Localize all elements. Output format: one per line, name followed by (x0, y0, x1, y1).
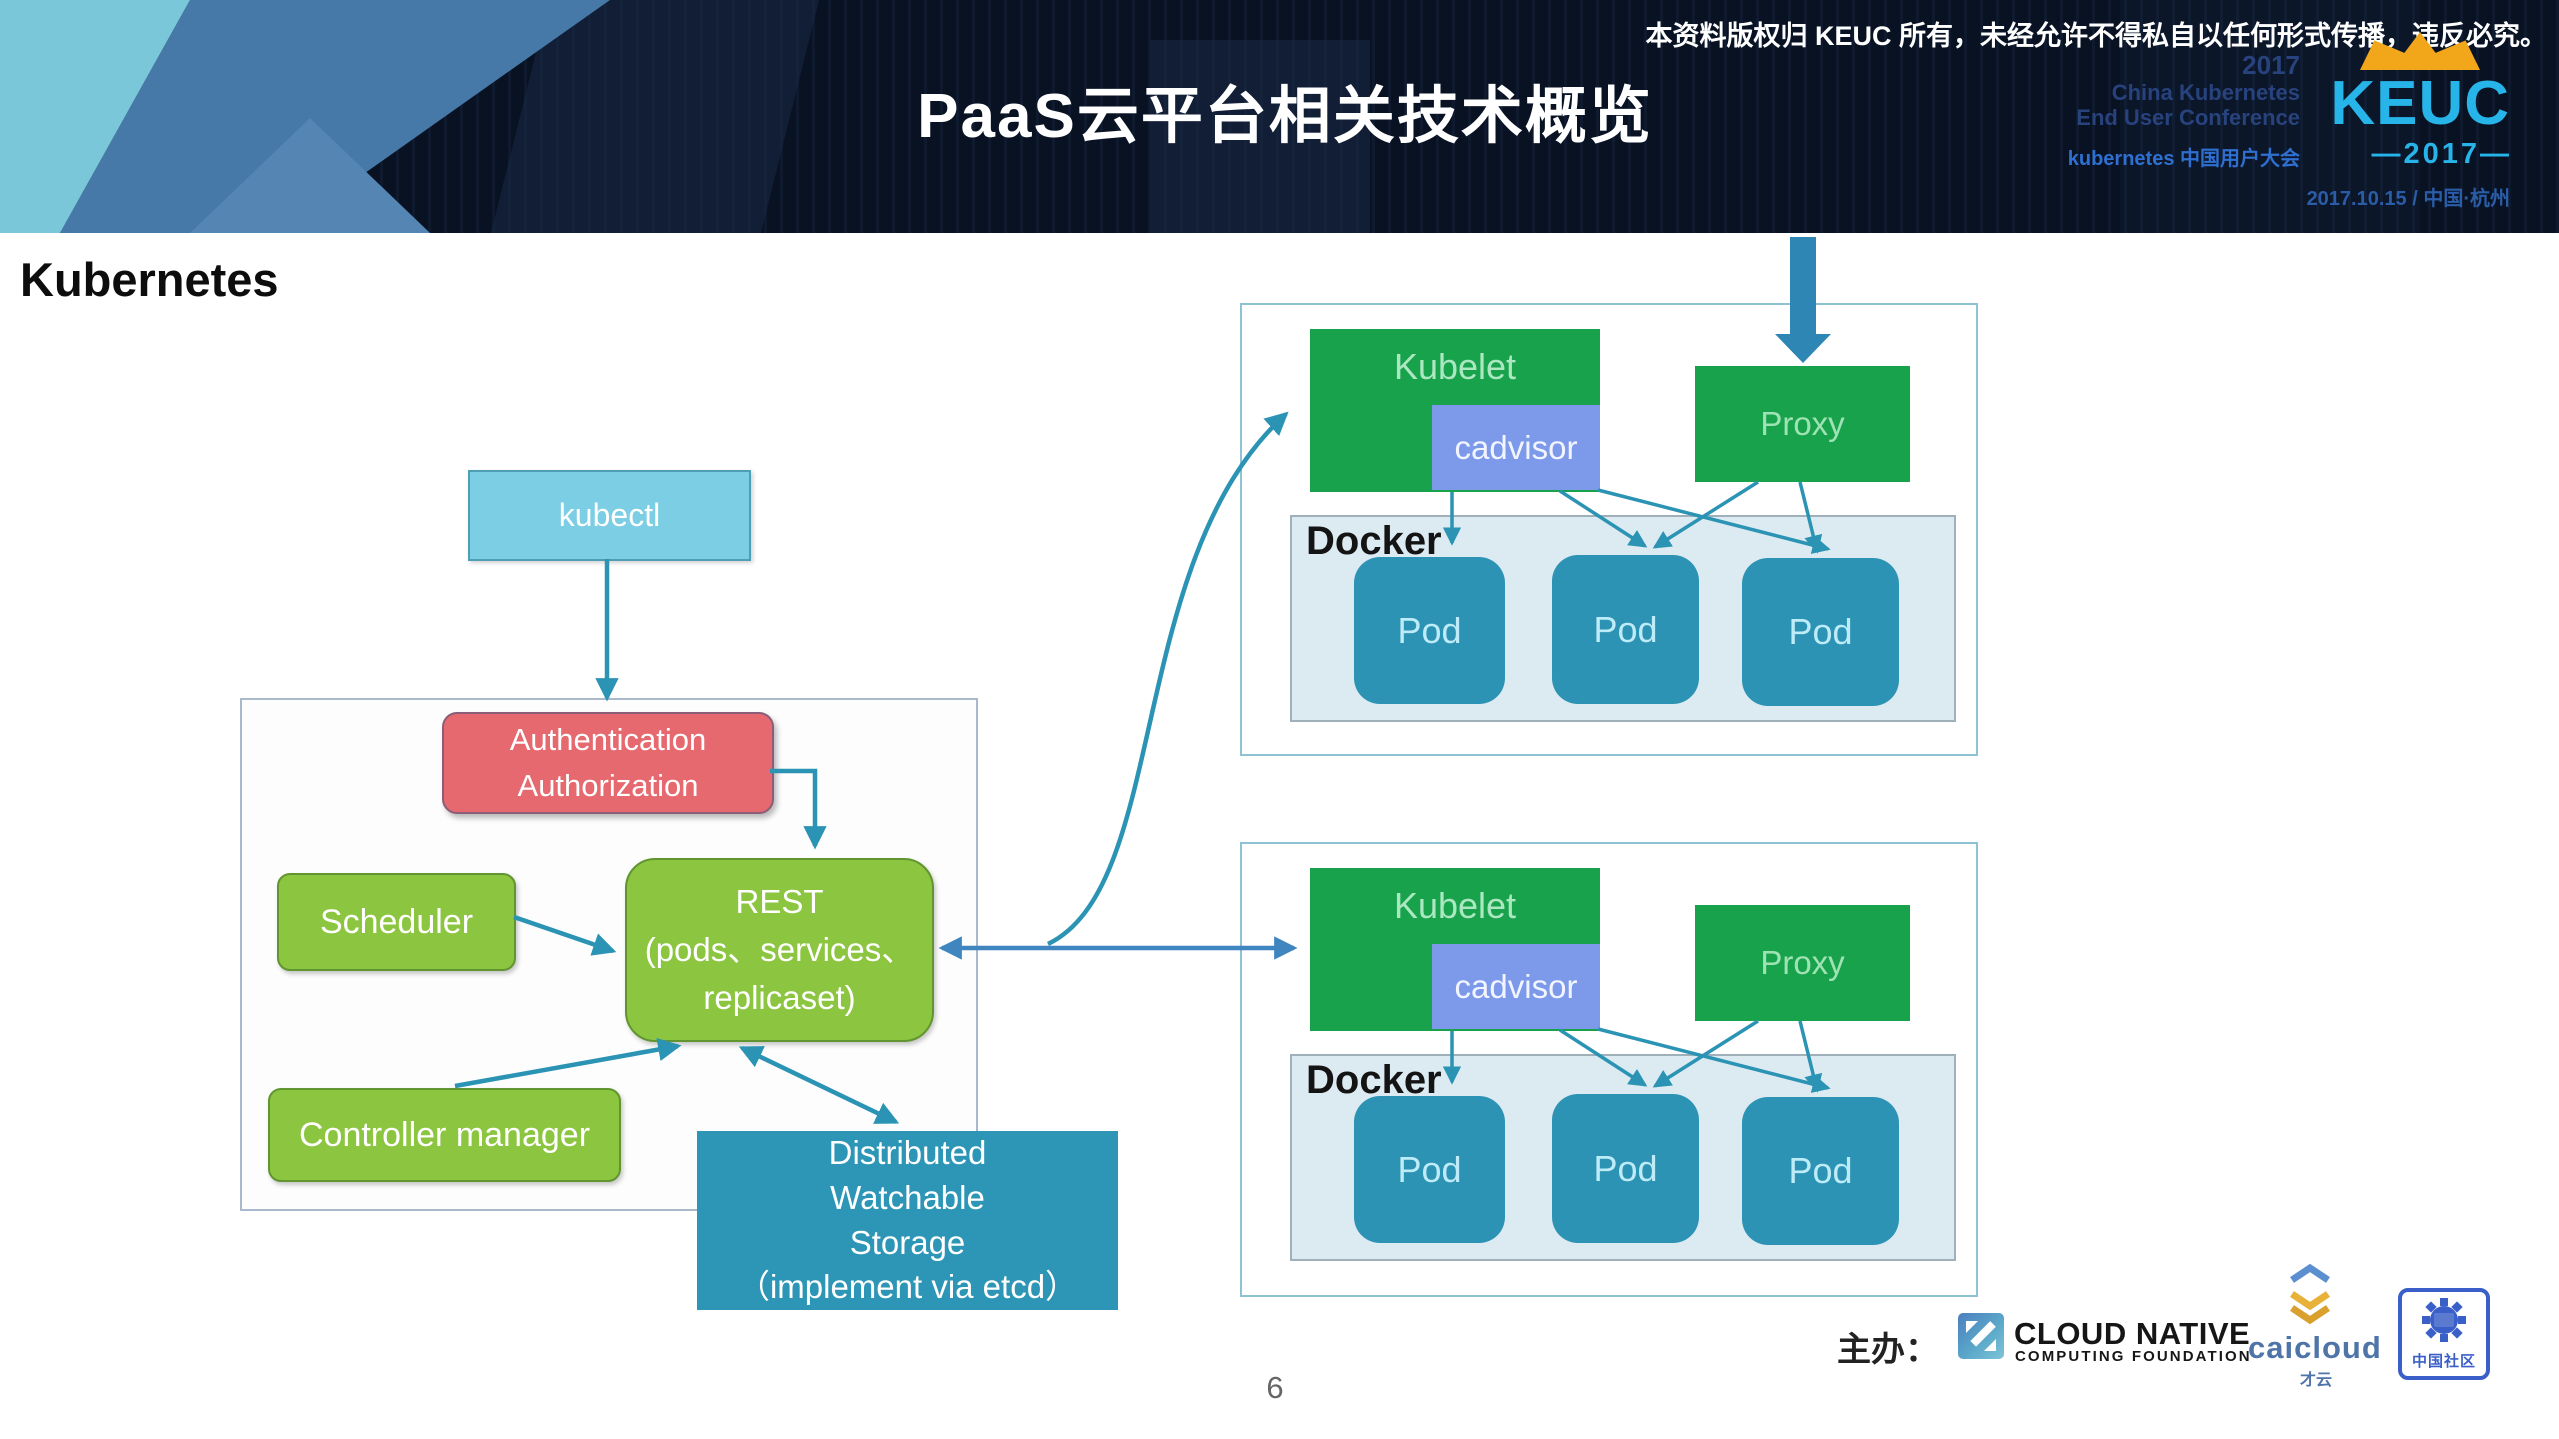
china-community-logo: 中国社区 (2398, 1288, 2490, 1380)
slide-title: PaaS云平台相关技术概览 (917, 82, 1653, 151)
worker-node-1: Kubelet cadvisor Proxy Docker Pod Pod Po… (1240, 303, 1978, 756)
pod-label: Pod (1788, 611, 1853, 652)
keuc-logo-year-banner: —2017— (2371, 138, 2512, 170)
china-community-label: 中国社区 (2411, 1353, 2476, 1370)
proxy-label: Proxy (1760, 944, 1845, 981)
worker-node-2: Kubelet cadvisor Proxy Docker Pod Pod Po… (1240, 842, 1978, 1297)
kubelet-label: Kubelet (1393, 346, 1517, 387)
pod-box: Pod (1552, 555, 1699, 704)
cncf-subname: COMPUTING FOUNDATION (2015, 1348, 2252, 1365)
cncf-name: CLOUD NATIVE (2014, 1316, 2251, 1351)
cncf-logo (1958, 1313, 2004, 1359)
keuc-logo-line1: China Kubernetes (2111, 80, 2300, 105)
host-label: 主办： (1837, 1331, 1939, 1369)
rest-api-box: REST (pods、services、 replicaset) (625, 858, 934, 1042)
section-heading: Kubernetes (20, 253, 279, 306)
banner: PaaS云平台相关技术概览 本资料版权归 KEUC 所有，未经允许不得私自以任何… (0, 0, 2559, 233)
scheduler-box: Scheduler (277, 873, 516, 971)
cadvisor-box: cadvisor (1432, 944, 1600, 1029)
caicloud-name: caicloud (2248, 1330, 2382, 1365)
keuc-logo-wordmark: KEUC (2330, 69, 2510, 138)
building-shape (2120, 0, 2420, 233)
storage-label-line2: Watchable (830, 1178, 985, 1216)
keuc-logo-year: 2017 (2242, 50, 2300, 80)
keuc-logo-line3: kubernetes 中国用户大会 (2067, 148, 2300, 170)
banner-decoration (0, 0, 610, 233)
cncf-logo-glyph (1966, 1321, 1996, 1351)
docker-label: Docker (1306, 519, 1442, 563)
rest-label-line2: (pods、services、 (644, 931, 915, 969)
pod-box: Pod (1742, 1097, 1899, 1245)
pod-box: Pod (1354, 557, 1505, 704)
authentication-box: Authentication Authorization (442, 712, 774, 814)
pod-label: Pod (1397, 1148, 1462, 1190)
caicloud-cn-name: 才云 (2300, 1372, 2333, 1389)
proxy-box: Proxy (1695, 366, 1910, 482)
etcd-storage-box: Distributed Watchable Storage （implement… (697, 1131, 1118, 1310)
caicloud-logo-icon (2290, 1264, 2330, 1325)
kubectl-box: kubectl (468, 470, 751, 561)
controller-manager-label: Controller manager (298, 1115, 591, 1154)
proxy-box: Proxy (1695, 905, 1910, 1021)
rest-label-line3: replicaset) (703, 978, 856, 1016)
kubectl-label: kubectl (558, 497, 661, 533)
pod-box: Pod (1354, 1096, 1505, 1243)
crown-icon (2360, 32, 2480, 70)
building-shape (1150, 40, 1370, 233)
authentication-label: Authentication (509, 721, 707, 757)
scheduler-label: Scheduler (319, 902, 474, 941)
cadvisor-box: cadvisor (1432, 405, 1600, 490)
docker-label: Docker (1306, 1058, 1442, 1102)
cadvisor-label: cadvisor (1454, 428, 1578, 466)
authorization-label: Authorization (517, 768, 699, 803)
copyright-notice: 本资料版权归 KEUC 所有，未经允许不得私自以任何形式传播，违反必究。 (1645, 21, 2547, 51)
pod-label: Pod (1593, 608, 1658, 650)
pod-box: Pod (1552, 1094, 1699, 1243)
pod-label: Pod (1593, 1147, 1658, 1189)
keuc-logo-date: 2017.10.15 / 中国·杭州 (2306, 188, 2510, 210)
storage-label-line1: Distributed (828, 1133, 987, 1171)
page-number: 6 (1266, 1370, 1284, 1405)
keuc-logo: 2017 China Kubernetes End User Conferenc… (2060, 30, 2540, 215)
keuc-logo-line2: End User Conference (2076, 105, 2300, 130)
storage-label-line3: Storage (849, 1223, 966, 1261)
kubelet-label: Kubelet (1393, 885, 1517, 926)
proxy-label: Proxy (1760, 405, 1845, 442)
rest-label-line1: REST (735, 883, 824, 921)
cadvisor-label: cadvisor (1454, 967, 1578, 1005)
gear-icon (2422, 1298, 2466, 1342)
pod-label: Pod (1397, 609, 1462, 651)
pod-label: Pod (1788, 1150, 1853, 1191)
controller-manager-box: Controller manager (268, 1088, 621, 1182)
pod-box: Pod (1742, 558, 1899, 706)
storage-label-line4: （implement via etcd） (736, 1268, 1079, 1306)
